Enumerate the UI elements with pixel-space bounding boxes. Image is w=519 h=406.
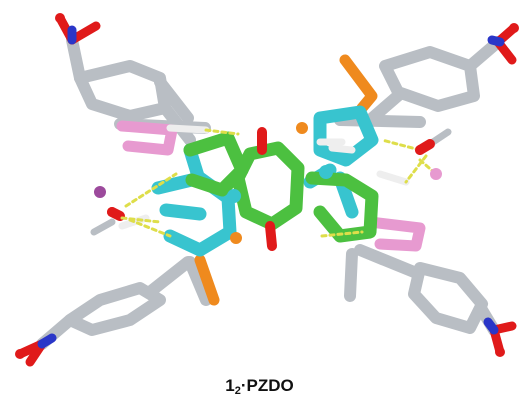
caption-lead: 1 <box>225 376 235 395</box>
upper-left-nitro <box>55 13 101 45</box>
molecular-structure-image <box>15 13 519 367</box>
upper-right-aryl-arm <box>334 36 504 128</box>
caption-rest: ·PZDO <box>240 376 294 395</box>
pink-groups <box>116 120 426 252</box>
green-framework <box>183 131 379 243</box>
orange-groups <box>194 54 378 306</box>
lower-left-aryl-arm <box>36 256 212 350</box>
caption-subscript: 2 <box>234 385 241 397</box>
hydrogen-bonds <box>120 128 438 238</box>
water-left <box>90 207 125 236</box>
carbonyl-oxygens <box>257 127 277 251</box>
atom-spheres <box>15 13 519 359</box>
figure-caption: 12·PZDO <box>0 376 519 397</box>
lower-right-aryl-arm <box>344 244 500 336</box>
